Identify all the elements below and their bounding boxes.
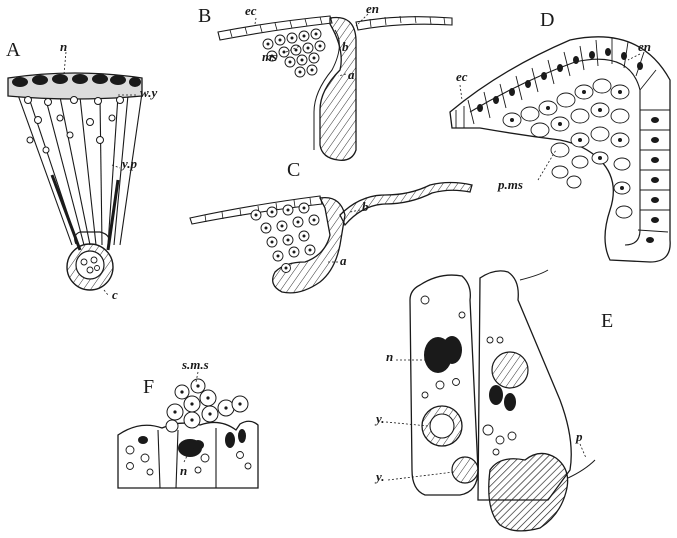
figure-f-letter: F: [143, 377, 154, 397]
figure-a-drawing: [8, 73, 142, 290]
figure-a-label-wy: w.y: [140, 86, 157, 99]
figure-e-label-p: p: [576, 430, 583, 443]
figure-d-label-ec: ec: [456, 70, 468, 83]
figure-e-letter: E: [601, 311, 613, 331]
figure-e-label-y-lower: y.: [376, 470, 385, 483]
figure-b-label-b: b: [342, 40, 349, 53]
figure-e-label-n: n: [386, 350, 393, 363]
figure-a-label-yp: y.p: [122, 157, 137, 170]
figure-e-drawing: [410, 270, 595, 531]
figure-b-drawing: [218, 16, 452, 160]
figure-c-label-a: a: [340, 254, 347, 267]
figure-c-drawing: [190, 183, 472, 293]
figure-d-label-en: en: [638, 40, 651, 53]
figure-b-letter: B: [198, 6, 211, 26]
figure-f-label-n: n: [180, 464, 187, 477]
figure-b-label-en: en: [366, 2, 379, 15]
figure-a-label-c: c: [112, 288, 118, 301]
figure-a-label-n: n: [60, 40, 67, 53]
figure-b-label-ec: ec: [245, 4, 257, 17]
figure-f-drawing: [118, 379, 258, 488]
figure-a-letter: A: [6, 40, 20, 60]
figure-c-letter: C: [287, 160, 300, 180]
figure-b-label-ms: ms: [262, 50, 277, 63]
figure-c-label-b: b: [362, 200, 369, 213]
figure-d-letter: D: [540, 10, 554, 30]
figure-d-drawing: [450, 37, 670, 262]
figure-d-label-pms: p.ms: [498, 178, 523, 191]
figure-e-label-y-upper: y.: [376, 412, 385, 425]
figure-f-label-sms: s.m.s: [182, 358, 209, 371]
figure-b-label-a: a: [348, 68, 355, 81]
